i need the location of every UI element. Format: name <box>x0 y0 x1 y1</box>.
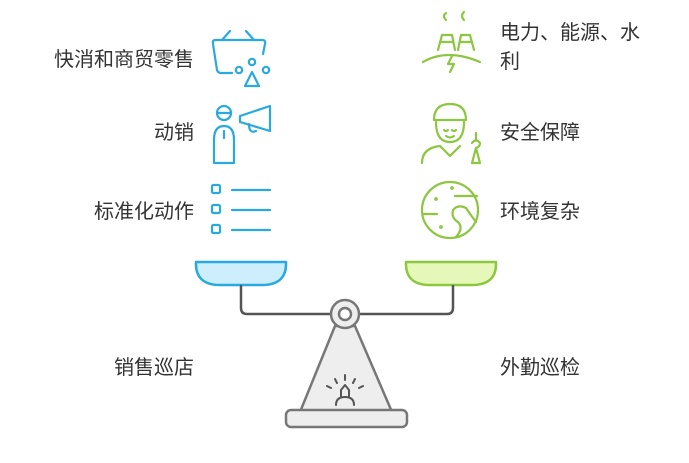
right-item-label: 环境复杂 <box>500 199 580 223</box>
globe-icon <box>420 180 480 240</box>
left-pan <box>194 260 288 287</box>
right-item-label: 电力、能源、水 <box>500 20 640 44</box>
left-title: 销售巡店 <box>114 355 194 379</box>
checklist-icon <box>210 183 272 235</box>
scale-base <box>284 408 409 429</box>
left-item-label: 标准化动作 <box>94 199 194 223</box>
right-item-label-cont: 利 <box>500 49 520 73</box>
safety-worker-icon <box>420 102 482 165</box>
power-plant-icon <box>421 10 482 74</box>
right-pan <box>404 260 498 287</box>
left-item-label: 动销 <box>154 120 194 144</box>
promoter-megaphone-icon <box>212 104 272 165</box>
scale-stand <box>298 324 394 414</box>
shopping-basket-icon <box>211 29 271 88</box>
right-title: 外勤巡检 <box>500 355 580 379</box>
right-item-label: 安全保障 <box>500 120 580 144</box>
alarm-light-icon <box>326 374 364 406</box>
left-item-label: 快消和商贸零售 <box>54 47 194 71</box>
